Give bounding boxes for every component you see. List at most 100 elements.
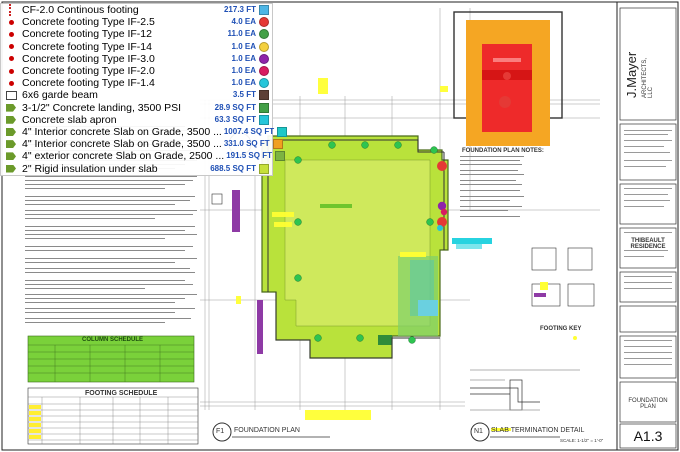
color-swatch-icon[interactable]	[259, 41, 269, 52]
sheet-number: A1.3	[633, 428, 663, 444]
takeoff-item[interactable]: Concrete footing Type IF-14 1.0 EA	[1, 41, 272, 53]
area-measure-icon	[1, 114, 21, 126]
apron-strip	[452, 238, 492, 244]
takeoff-item-quantity: 1.0 EA	[231, 41, 256, 51]
takeoff-item-label: 4" exterior concrete Slab on Grade, 2500…	[22, 150, 225, 163]
takeoff-item-label: 2" Rigid insulation under slab	[22, 162, 158, 175]
footing-schedule-title: FOOTING SCHEDULE	[85, 390, 158, 397]
takeoff-item-label: Concrete footing Type IF-1.4	[22, 77, 155, 90]
column-schedule	[27, 335, 195, 383]
takeoff-item-quantity: 63.3 SQ FT	[214, 114, 256, 124]
color-swatch-icon[interactable]	[277, 126, 288, 137]
takeoff-item-quantity: 1.0 EA	[231, 66, 256, 76]
takeoff-item[interactable]: Concrete footing Type IF-1.4 1.0 EA	[1, 77, 272, 89]
detail-scale: SCALE: 1-1/2" = 1'-0"	[560, 438, 604, 443]
area-measure-icon	[1, 126, 21, 138]
takeoff-item-label: Concrete slab apron	[22, 113, 117, 126]
takeoff-item-quantity: 1007.4 SQ FT	[223, 126, 275, 136]
color-swatch-icon[interactable]	[259, 66, 269, 77]
takeoff-item[interactable]: CF-2.0 Continous footing 217.3 FT	[1, 4, 272, 17]
project-name: THIBEAULT RESIDENCE	[630, 238, 666, 250]
plan-notes-title: FOUNDATION PLAN NOTES:	[462, 148, 544, 154]
takeoff-item[interactable]: Concrete footing Type IF-2.0 1.0 EA	[1, 65, 272, 77]
firm-sub: ARCHITECTS, LLC	[642, 57, 654, 98]
purple-beams	[232, 190, 263, 354]
takeoff-item-quantity: 217.3 FT	[223, 5, 256, 15]
main-slab	[261, 135, 449, 359]
f1-tag: F1	[216, 428, 225, 435]
takeoff-item-label: CF-2.0 Continous footing	[22, 4, 139, 17]
color-swatch-icon[interactable]	[259, 90, 269, 101]
count-measure-icon	[1, 77, 21, 89]
takeoff-item-quantity: 1.0 EA	[231, 78, 256, 88]
takeoff-item[interactable]: 4" Interior concrete Slab on Grade, 3500…	[1, 125, 288, 138]
takeoff-item[interactable]: Concrete footing Type IF-12 11.0 EA	[1, 28, 272, 40]
f1-title: FOUNDATION PLAN	[234, 427, 300, 434]
count-measure-icon	[1, 28, 21, 40]
takeoff-item[interactable]: Concrete slab apron 63.3 SQ FT	[1, 114, 272, 126]
f1-bubble	[212, 422, 232, 442]
takeoff-item-label: 3-1/2" Concrete landing, 3500 PSI	[22, 101, 181, 114]
takeoff-item-quantity: 191.5 SQ FT	[226, 151, 272, 161]
takeoff-item-quantity: 28.9 SQ FT	[214, 102, 256, 112]
area-measure-icon	[1, 138, 21, 150]
takeoff-item-label: Concrete footing Type IF-3.0	[22, 52, 155, 65]
footing-key-title: FOOTING KEY	[540, 326, 582, 332]
color-swatch-icon[interactable]	[259, 5, 269, 16]
title-block	[619, 7, 677, 449]
area-measure-icon	[1, 150, 21, 162]
takeoff-item-label: Concrete footing Type IF-2.0	[22, 65, 155, 78]
footing-markers-red	[437, 72, 511, 227]
count-measure-icon	[1, 53, 21, 65]
takeoff-item[interactable]: Concrete footing Type IF-3.0 1.0 EA	[1, 53, 272, 65]
takeoff-item-label: Concrete footing Type IF-2.5	[22, 16, 155, 29]
color-swatch-icon[interactable]	[259, 163, 269, 174]
takeoff-item[interactable]: 3-1/2" Concrete landing, 3500 PSI 28.9 SQ…	[1, 102, 272, 114]
color-swatch-icon[interactable]	[259, 78, 269, 89]
takeoff-item-label: 4" Interior concrete Slab on Grade, 3500…	[22, 138, 222, 151]
area-measure-icon	[1, 163, 21, 175]
takeoff-item-label: Concrete footing Type IF-14	[22, 40, 152, 53]
highlights	[236, 78, 448, 420]
takeoff-item[interactable]: 2" Rigid insulation under slab 688.5 SQ F…	[1, 162, 272, 175]
takeoff-item-quantity: 11.0 EA	[227, 29, 256, 39]
color-swatch-icon[interactable]	[272, 139, 283, 150]
garage-slab	[453, 11, 563, 146]
takeoff-item-label: Concrete footing Type IF-12	[22, 28, 152, 41]
takeoff-item[interactable]: 6x6 garde beam 3.5 FT	[1, 89, 272, 101]
count-measure-icon	[1, 65, 21, 77]
footing-if-2	[440, 208, 448, 216]
count-measure-icon	[1, 41, 21, 53]
area-measure-icon	[1, 102, 21, 114]
slab-detail	[470, 369, 580, 411]
color-swatch-icon[interactable]	[259, 29, 269, 40]
footing-key	[531, 247, 595, 307]
takeoff-item-label: 4" Interior concrete Slab on Grade, 3500…	[22, 125, 222, 138]
color-swatch-icon[interactable]	[259, 102, 269, 113]
color-swatch-icon[interactable]	[274, 151, 285, 162]
firm-name: J.Mayer	[624, 51, 639, 98]
footing-schedule	[27, 387, 199, 445]
line-measure-icon	[1, 4, 21, 17]
color-swatch-icon[interactable]	[259, 17, 269, 28]
takeoff-item-label: 6x6 garde beam	[22, 89, 98, 102]
sheet-title: FOUNDATION PLAN	[628, 398, 668, 410]
plan-notes	[460, 156, 524, 217]
count-measure-icon	[1, 16, 21, 28]
takeoff-item-quantity: 331.0 SQ FT	[223, 139, 270, 149]
color-swatch-icon[interactable]	[259, 114, 269, 125]
color-swatch-icon[interactable]	[259, 53, 269, 64]
takeoff-item[interactable]: 4" Interior concrete Slab on Grade, 3500…	[1, 138, 283, 151]
n1-bubble	[470, 422, 490, 442]
takeoff-item-quantity: 3.5 FT	[232, 90, 256, 100]
takeoff-item-quantity: 688.5 SQ FT	[210, 163, 256, 173]
takeoff-item-quantity: 1.0 EA	[231, 53, 256, 63]
rect-measure-icon	[1, 89, 21, 101]
n1-tag: N1	[474, 428, 483, 435]
footing-if-3	[437, 201, 447, 211]
footing-markers-green	[294, 141, 438, 344]
takeoff-item[interactable]: 4" exterior concrete Slab on Grade, 2500…	[1, 150, 285, 163]
